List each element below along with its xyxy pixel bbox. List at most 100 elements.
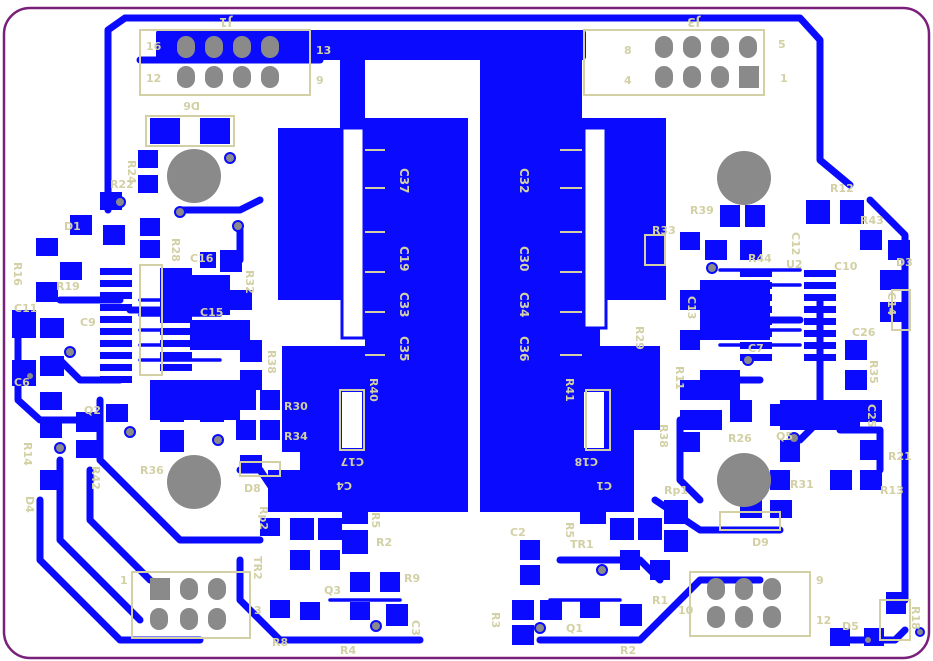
label-j1: J1 <box>219 15 233 29</box>
label-c3: C3 <box>409 620 422 636</box>
label-r3: R3 <box>489 612 502 628</box>
label-r38-left: R38 <box>265 350 278 374</box>
label-c6: C6 <box>14 376 30 389</box>
label-r4: R4 <box>340 644 356 657</box>
label-rp2: Rp2 <box>257 506 270 530</box>
label-j1-pin9: 9 <box>316 74 324 87</box>
label-c14: C14 <box>885 292 898 316</box>
label-tr1: TR1 <box>570 538 594 551</box>
label-j1-pin16: 16 <box>146 40 162 53</box>
label-c11: C11 <box>14 302 37 315</box>
label-r31: R31 <box>790 478 814 491</box>
smd-pads <box>12 118 910 646</box>
label-r18: R18 <box>909 606 922 630</box>
label-c7: C7 <box>748 342 764 355</box>
label-j1-pin12: 12 <box>146 72 161 85</box>
label-r32: R32 <box>243 270 256 294</box>
label-q5: Q5 <box>776 430 793 443</box>
label-r38-right: R38 <box>657 424 670 448</box>
label-c32: C32 <box>517 168 531 194</box>
ic-pins-right <box>740 270 836 361</box>
label-r21: R21 <box>888 450 912 463</box>
label-r22: R22 <box>110 178 134 191</box>
label-r12: R12 <box>830 182 854 195</box>
label-j2-pin10: 10 <box>678 604 694 617</box>
label-r43: R43 <box>860 214 884 227</box>
label-d5: D5 <box>842 620 859 633</box>
label-q1: Q1 <box>566 622 583 635</box>
label-r42: R42 <box>89 466 102 490</box>
label-r19: R19 <box>56 280 80 293</box>
label-c37: C37 <box>397 168 411 194</box>
label-c17: C17 <box>341 455 364 468</box>
label-j3-pin4: 4 <box>624 74 632 87</box>
label-r34: R34 <box>284 430 308 443</box>
label-r14: R14 <box>21 442 34 466</box>
label-c16: C16 <box>190 252 214 265</box>
label-j4-pin3: 3 <box>254 604 262 617</box>
label-j1-pin13: 13 <box>316 44 331 57</box>
label-tr2: TR2 <box>251 556 264 580</box>
label-r29: R29 <box>633 326 646 350</box>
ic-pins-left <box>100 268 192 383</box>
label-d9: D9 <box>752 536 769 549</box>
label-r2-right: R2 <box>620 644 636 657</box>
pour-slits <box>340 60 608 514</box>
label-r8: R8 <box>272 636 288 649</box>
label-r35: R35 <box>867 360 880 384</box>
label-u2: U2 <box>786 258 803 271</box>
label-c33: C33 <box>397 292 411 318</box>
label-d6: D6 <box>183 99 200 112</box>
label-r33: R33 <box>652 224 676 237</box>
label-r26: R26 <box>728 432 752 445</box>
label-r39: R39 <box>690 204 714 217</box>
label-c12: C12 <box>789 232 802 255</box>
label-c4: C4 <box>336 479 352 492</box>
label-j2-pin12: 12 <box>816 614 831 627</box>
label-r5-right: R5 <box>563 522 576 538</box>
label-r13: R13 <box>880 484 904 497</box>
label-c36: C36 <box>517 336 531 362</box>
label-c35: C35 <box>397 336 411 362</box>
label-r16: R16 <box>11 262 24 286</box>
label-c13: C13 <box>685 296 698 319</box>
label-c10: C10 <box>834 260 858 273</box>
label-c15: C15 <box>200 306 223 319</box>
label-c18: C18 <box>575 455 598 468</box>
label-r5-left: R5 <box>369 512 382 528</box>
silkscreen-outlines <box>131 29 911 641</box>
label-j3: J3 <box>687 15 701 29</box>
label-c1: C1 <box>596 479 612 492</box>
label-c26: C26 <box>852 326 876 339</box>
label-r30: R30 <box>284 400 308 413</box>
label-j2-pin9: 9 <box>816 574 824 587</box>
label-d8: D8 <box>244 482 261 495</box>
label-d1: D1 <box>64 220 81 233</box>
label-r28-left: R28 <box>169 238 182 262</box>
label-c2: C2 <box>510 526 526 539</box>
label-r36: R36 <box>140 464 164 477</box>
label-r24: R24 <box>125 160 138 184</box>
label-c30: C30 <box>517 246 531 272</box>
label-c34: C34 <box>517 292 531 318</box>
connector-holes <box>150 36 781 630</box>
label-c19: C19 <box>397 246 411 272</box>
label-r41: R41 <box>563 378 576 402</box>
label-r2-left: R2 <box>376 536 392 549</box>
label-q3: Q3 <box>324 584 341 597</box>
copper-pours <box>150 30 860 512</box>
label-j3-pin5: 5 <box>778 38 786 51</box>
label-q2: Q2 <box>84 404 101 417</box>
label-c9: C9 <box>80 316 96 329</box>
label-r11: R11 <box>673 366 686 390</box>
label-d4: D4 <box>23 496 36 513</box>
label-r40: R40 <box>367 378 380 402</box>
board-outline <box>2 6 931 660</box>
label-r9: R9 <box>404 572 420 585</box>
label-j3-pin8: 8 <box>624 44 632 57</box>
label-j4-pin1: 1 <box>120 574 128 587</box>
label-rp1: Rp1 <box>664 484 688 497</box>
label-r44: R44 <box>748 252 772 265</box>
silkscreen-labels: J1 16 13 12 9 J3 8 5 4 1 1 3 9 10 12 D6 … <box>11 15 922 657</box>
